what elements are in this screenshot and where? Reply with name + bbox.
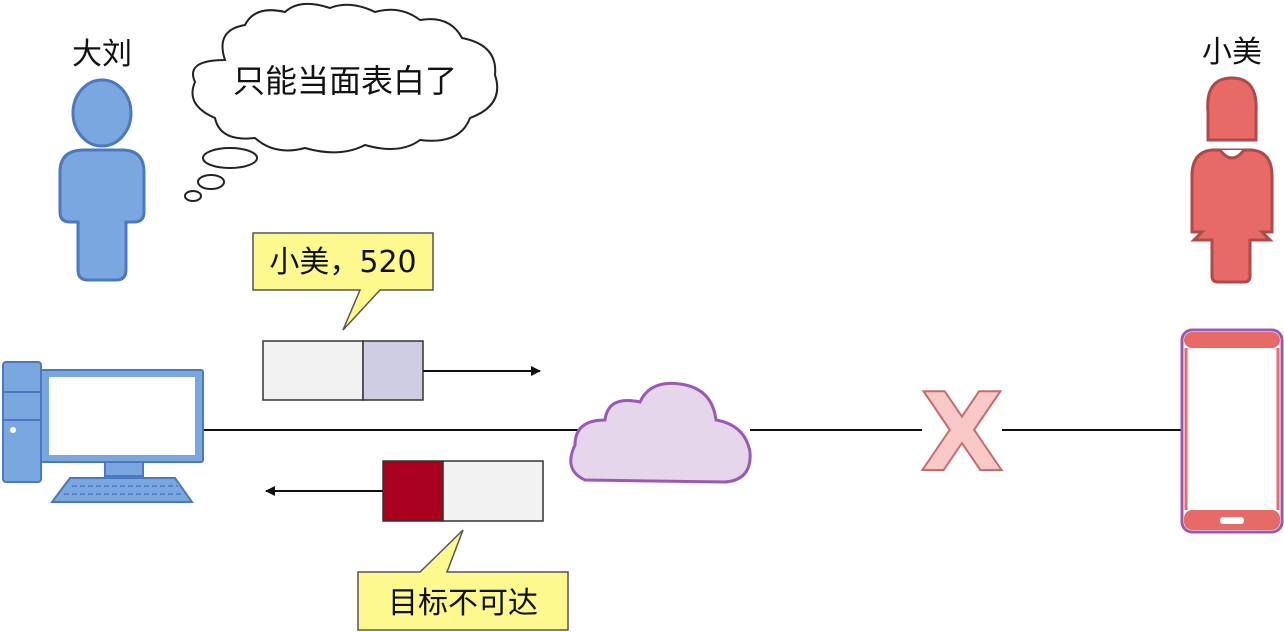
incoming-callout-box — [357, 529, 569, 631]
outgoing-packet — [262, 340, 424, 401]
network-cloud-icon — [569, 381, 752, 484]
incoming-error-packet — [382, 460, 544, 522]
receiver-person-icon — [1190, 76, 1274, 284]
sender-name-label: 大刘 — [72, 37, 132, 72]
desktop-computer-icon — [2, 361, 204, 503]
thought-text: 只能当面表白了 — [233, 62, 457, 100]
outgoing-callout-box — [252, 232, 434, 331]
mobile-phone-icon — [1180, 328, 1284, 534]
thought-bubble — [184, 2, 499, 202]
incoming-callout-text: 目标不可达 — [388, 586, 538, 621]
unreachable-cross-mark: X — [920, 371, 1003, 496]
receiver-name-label: 小美 — [1202, 35, 1262, 70]
sender-person-icon — [58, 78, 146, 282]
outgoing-callout-text: 小美，520 — [269, 245, 416, 280]
